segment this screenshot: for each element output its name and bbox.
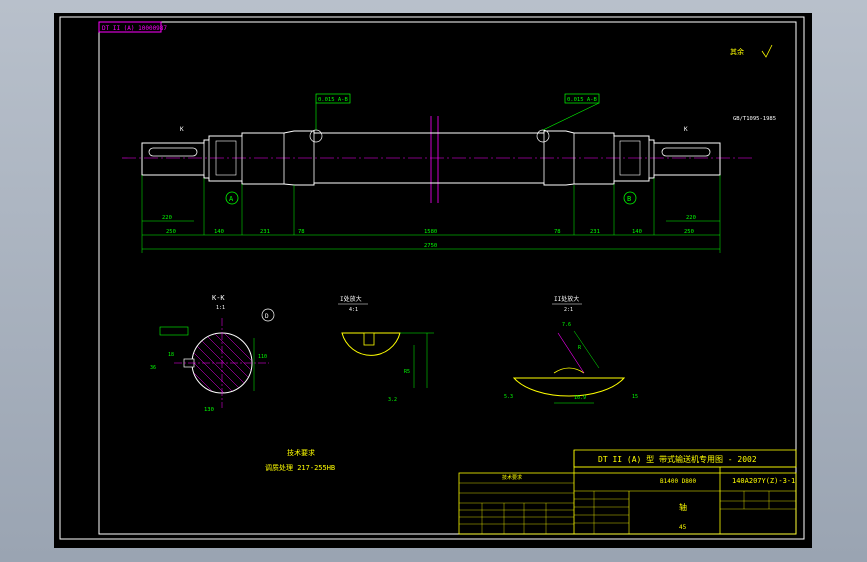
drawing-sheet: DT II (A) 10000987 其余 0.015 A-B xyxy=(59,16,805,540)
keyway-left xyxy=(148,147,198,157)
right-dim-2: 231 xyxy=(590,229,600,235)
left-dim-2: 140 xyxy=(214,229,224,235)
frame-tag-box xyxy=(98,21,162,33)
inner-frame xyxy=(98,21,797,535)
outer-border xyxy=(59,16,805,540)
cad-canvas[interactable]: DT II (A) 10000987 其余 0.015 A-B xyxy=(54,13,812,548)
shaft-dimensions: 220 220 250 140 231 78 1580 78 231 140 2… xyxy=(141,175,721,253)
overall-length-dim: 2750 xyxy=(424,243,437,249)
roughness-note: 其余 xyxy=(730,47,744,56)
section-mark-left: K xyxy=(180,126,184,133)
detail-i-dim-2: 3.2 xyxy=(388,397,397,403)
section-kk-balloon: D xyxy=(265,313,269,320)
right-dim-4: 250 xyxy=(684,229,694,235)
title-product: DT II (A) 型 带式输送机专用图 - 2002 xyxy=(598,454,757,464)
left-dim-3: 231 xyxy=(260,229,270,235)
right-dim-3: 140 xyxy=(632,229,642,235)
datum-a-balloon xyxy=(225,191,239,205)
title-code-left: B1400 D800 xyxy=(660,478,697,485)
bearing-seat-right xyxy=(619,140,641,176)
detail-i-view: I处放大 4:1 R5 3.2 xyxy=(338,295,434,403)
std-ref: GB/T1095-1985 xyxy=(733,116,776,122)
center-span-dim: 1580 xyxy=(424,229,437,235)
detail-ii-dim-5: 15 xyxy=(632,394,638,400)
bearing-seat-left xyxy=(215,140,237,176)
shaft-main-view: 0.015 A-B 0.015 A-B GB/T1095-1985 A B K … xyxy=(122,93,776,205)
right-dim-1: 78 xyxy=(554,229,561,235)
title-drawing-number: 140A207Y(Z)-3-1 xyxy=(732,477,795,485)
section-kk-title: K-K xyxy=(212,294,225,302)
section-kk-dim-height: 110 xyxy=(258,354,267,360)
datum-a: A xyxy=(229,195,234,203)
tolerance-frame-left xyxy=(315,93,351,104)
detail-ii-title: II处放大 xyxy=(554,295,579,303)
section-mark-right: K xyxy=(684,126,688,133)
title-block: DT II (A) 型 带式输送机专用图 - 2002 B1400 D800 1… xyxy=(458,449,797,535)
detail-ii-dim-1: 7.6 xyxy=(562,322,571,328)
left-dim-1: 250 xyxy=(166,229,176,235)
detail-circle-ii xyxy=(536,129,550,143)
tolerance-callout-left: 0.015 A-B xyxy=(318,97,348,103)
detail-i-scale: 4:1 xyxy=(349,307,358,313)
detail-ii-view: II处放大 2:1 7.6 R 10.9 5.3 15 xyxy=(504,295,638,404)
detail-ii-dim-2: R xyxy=(578,345,582,351)
title-remarks-header: 技术要求 xyxy=(502,474,522,481)
detail-i-shape xyxy=(341,332,401,356)
detail-ii-dim-3: 10.9 xyxy=(574,395,586,401)
section-kk-dim-key: 18 xyxy=(168,352,174,358)
title-part-name: 轴 xyxy=(679,502,687,512)
frame-tag: DT II (A) 10000987 xyxy=(102,25,167,32)
detail-circle-i xyxy=(309,129,323,143)
notes-title: 技术要求 xyxy=(287,448,315,457)
roughness-symbol-icon xyxy=(761,44,773,58)
datum-b-balloon xyxy=(623,191,637,205)
keyway-right xyxy=(661,147,711,157)
title-material: 45 xyxy=(679,524,687,531)
notes-line-1: 调质处理 217-255HB xyxy=(265,463,335,472)
detail-ii-shape xyxy=(512,377,626,397)
left-sub-dim: 220 xyxy=(162,215,172,221)
datum-b: B xyxy=(627,195,631,203)
detail-ii-scale: 2:1 xyxy=(564,307,573,313)
detail-ii-dim-4: 5.3 xyxy=(504,394,513,400)
section-kk-dim-left: 36 xyxy=(150,365,156,371)
section-kk-scale: 1:1 xyxy=(216,305,225,311)
detail-i-dim-r: R5 xyxy=(404,369,410,375)
tolerance-callout-right: 0.015 A-B xyxy=(567,97,597,103)
detail-i-title: I处放大 xyxy=(340,295,362,303)
tolerance-frame-right xyxy=(564,93,600,104)
section-kk-view: K-K 1:1 D 36 130 18 110 xyxy=(150,294,275,413)
left-dim-4: 78 xyxy=(298,229,305,235)
section-kk-dim-width: 130 xyxy=(204,407,214,413)
right-sub-dim: 220 xyxy=(686,215,696,221)
